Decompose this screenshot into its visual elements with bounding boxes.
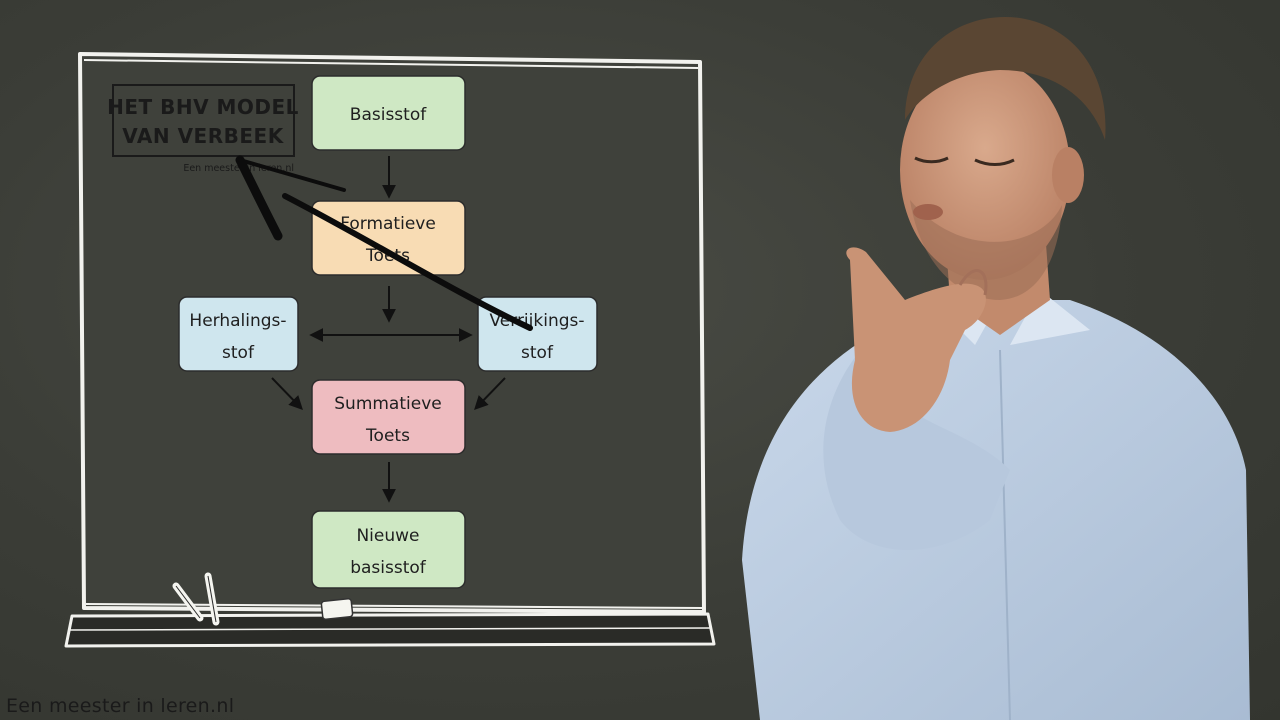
arrow-verrijking-summatieve: [474, 377, 506, 411]
node-formatieve-toets: Formatieve Toets: [311, 200, 466, 276]
node-herhaling-box: [178, 296, 299, 372]
watermark: Een meester in leren.nl: [6, 695, 234, 717]
presenter: [742, 16, 1250, 720]
node-formatieve-label-1: Formatieve: [340, 214, 436, 234]
node-basisstof-label: Basisstof: [350, 105, 427, 125]
node-summatieve-label-1: Summatieve: [334, 394, 441, 414]
title-line-2: VAN VERBEEK: [122, 124, 284, 148]
node-nieuwe-label-2: basisstof: [350, 558, 427, 578]
flow-arrows: [271, 156, 506, 503]
node-formatieve-box: [311, 200, 466, 276]
board-subtitle: Een meester in leren.nl: [183, 163, 294, 174]
chalk-pieces: [172, 572, 220, 626]
node-herhaling-label-1: Herhalings-: [189, 311, 286, 331]
node-herhalingsstof: Herhalings- stof: [178, 296, 299, 372]
annotation-arrow: [235, 155, 533, 331]
node-basisstof-box: [311, 75, 466, 151]
node-herhaling-label-2: stof: [222, 343, 255, 363]
node-nieuwe-box: [311, 510, 466, 589]
node-nieuwe-label-1: Nieuwe: [356, 526, 419, 546]
node-summatieve-toets: Summatieve Toets: [311, 379, 466, 455]
arrow-herhaling-summatieve: [271, 377, 303, 411]
eraser-icon: [320, 598, 354, 620]
node-summatieve-box: [311, 379, 466, 455]
node-basisstof: Basisstof: [311, 75, 466, 151]
node-verrijking-label-1: Verrijkings-: [489, 311, 584, 331]
node-nieuwe-basisstof: Nieuwe basisstof: [311, 510, 466, 589]
title-line-1: HET BHV MODEL: [107, 95, 299, 119]
node-verrijking-label-2: stof: [521, 343, 554, 363]
title-box: HET BHV MODEL VAN VERBEEK Een meester in…: [107, 84, 299, 174]
node-summatieve-label-2: Toets: [365, 426, 410, 446]
